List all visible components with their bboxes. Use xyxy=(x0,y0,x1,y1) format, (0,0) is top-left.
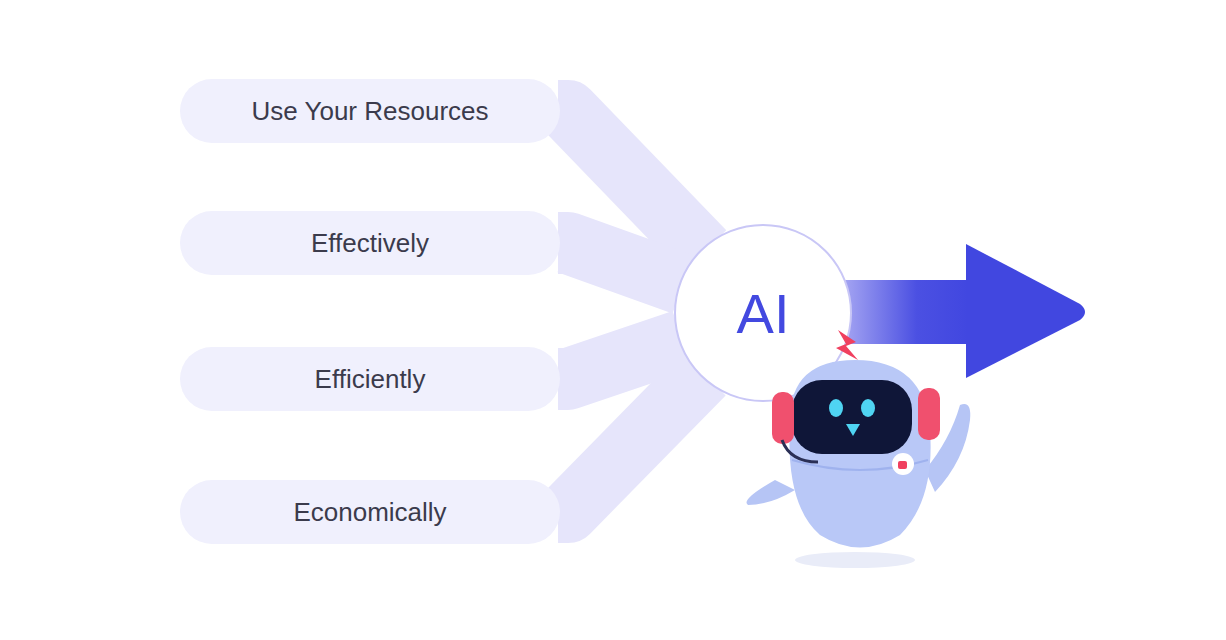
robot-screen xyxy=(792,380,912,454)
robot-body xyxy=(789,360,930,548)
robot-spark xyxy=(836,330,858,360)
big-arrow xyxy=(840,244,1085,378)
hub-label: AI xyxy=(737,281,790,346)
robot-headphone xyxy=(918,388,940,440)
robot-shadow xyxy=(795,552,915,568)
robot-arm xyxy=(747,480,795,505)
arrow-head xyxy=(966,244,1085,378)
label-band: Effectively xyxy=(180,211,560,275)
robot-mic xyxy=(782,440,818,462)
band-label: Economically xyxy=(293,497,446,528)
label-band: Economically xyxy=(180,480,560,544)
robot-seam xyxy=(792,460,928,470)
label-band: Use Your Resources xyxy=(180,79,560,143)
label-band: Efficiently xyxy=(180,347,560,411)
hub-circle: AI xyxy=(674,224,852,402)
robot-eye xyxy=(829,399,843,417)
band-label: Effectively xyxy=(311,228,429,259)
robot-mouth xyxy=(846,424,860,436)
merge-band xyxy=(558,243,683,284)
robot-badge-mark xyxy=(898,461,907,469)
merge-band xyxy=(558,374,704,512)
robot-eye xyxy=(861,399,875,417)
robot xyxy=(747,330,971,568)
band-label: Use Your Resources xyxy=(251,96,488,127)
robot-badge xyxy=(892,453,914,475)
robot-arm xyxy=(925,404,970,492)
robot-headphone xyxy=(772,392,794,444)
arrow-shaft xyxy=(840,280,968,344)
band-label: Efficiently xyxy=(315,364,426,395)
